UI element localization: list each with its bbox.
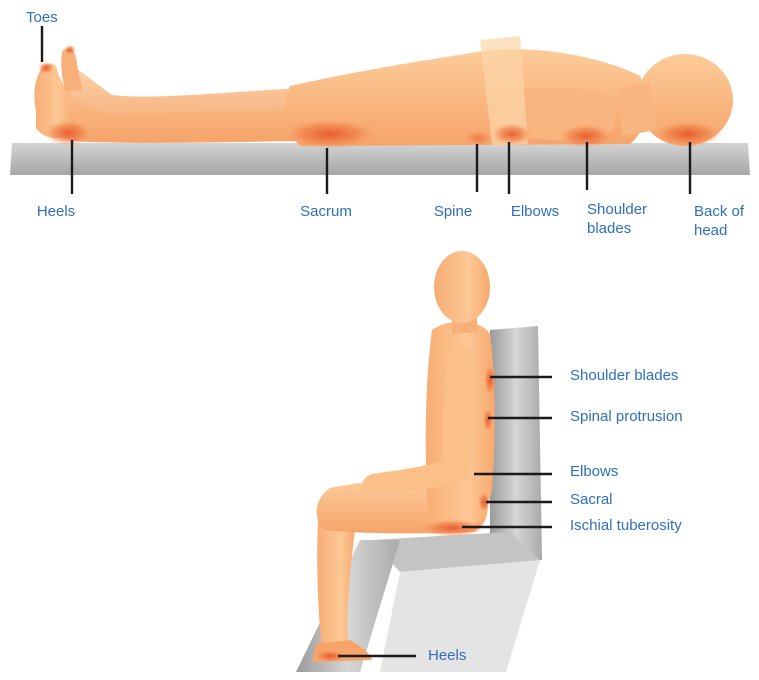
hotspot-back-of-head <box>654 121 722 147</box>
hotspot-elbows <box>492 123 532 145</box>
label-heels: Heels <box>37 202 75 221</box>
sitting-arm <box>363 342 477 492</box>
hotspot-heels <box>44 120 92 146</box>
sitting-figure <box>296 251 552 672</box>
label-sit-heels: Heels <box>428 646 466 665</box>
label-spine: Spine <box>434 202 472 221</box>
label-shoulder-blades-line2: blades <box>587 219 647 238</box>
label-toes: Toes <box>26 8 58 27</box>
lying-neck <box>620 82 656 136</box>
hotspot-sit-spinal-protrusion <box>483 408 493 432</box>
label-sacrum: Sacrum <box>300 202 352 221</box>
label-shoulder-blades: Shoulder blades <box>587 200 647 238</box>
hotspot-sacrum <box>282 119 378 149</box>
hotspot-sit-shoulder-blades <box>484 364 496 396</box>
label-sit-shoulder-blades: Shoulder blades <box>570 366 678 385</box>
hotspot-toes <box>38 62 54 74</box>
hotspot-spine <box>464 130 492 146</box>
label-sit-spinal-protrusion: Spinal protrusion <box>570 407 683 426</box>
label-back-of-head-line1: Back of <box>694 202 744 221</box>
label-elbows: Elbows <box>511 202 559 221</box>
lying-figure <box>10 26 750 194</box>
hotspot-toes-far <box>64 45 76 55</box>
label-sit-elbows: Elbows <box>570 462 618 481</box>
label-back-of-head: Back of head <box>694 202 744 240</box>
label-sit-ischial-tuberosity: Ischial tuberosity <box>570 516 682 535</box>
chair-back <box>490 326 542 566</box>
label-sit-sacral: Sacral <box>570 490 613 509</box>
sitting-head <box>434 251 490 323</box>
label-shoulder-blades-line1: Shoulder <box>587 200 647 219</box>
label-back-of-head-line2: head <box>694 221 744 240</box>
lying-surface <box>10 143 750 175</box>
